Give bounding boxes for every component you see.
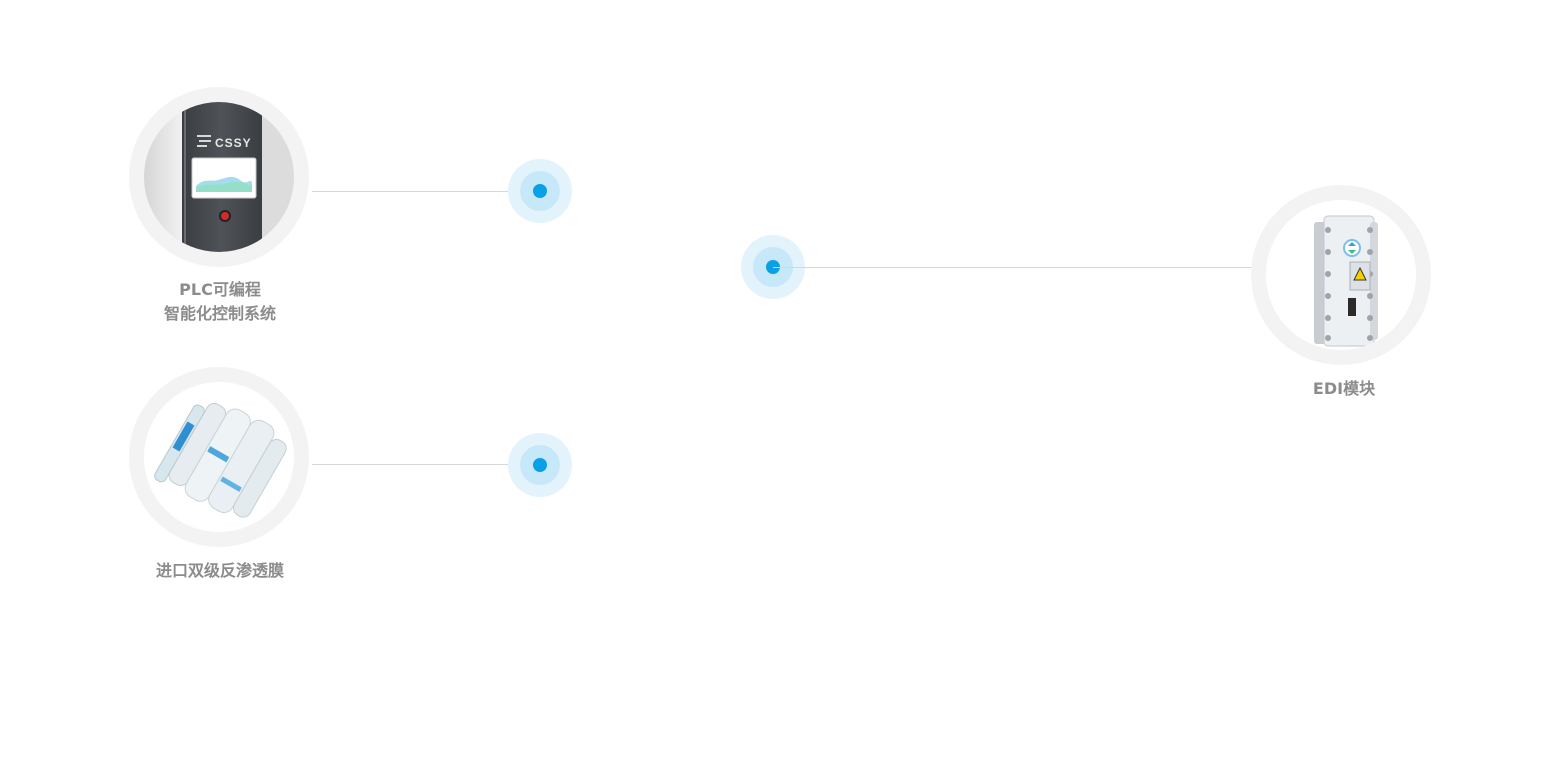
warning-icon — [1353, 266, 1367, 281]
plc-connector-line — [312, 191, 540, 192]
edi-module-image — [1266, 200, 1416, 350]
edi-label: EDI模块 — [1312, 379, 1376, 398]
plc-label: PLC可编程 智能化控制系统 — [100, 278, 340, 326]
edi-image-frame — [1266, 200, 1416, 350]
plc-label-line2: 智能化控制系统 — [163, 304, 276, 323]
membrane-hotspot[interactable] — [508, 433, 572, 497]
plc-image-frame: CSSY — [144, 102, 294, 252]
membrane-image-frame — [144, 382, 294, 532]
plc-hotspot[interactable] — [508, 159, 572, 223]
edi-image-ring — [1251, 185, 1431, 365]
membrane-label: 进口双级反渗透膜 — [155, 561, 284, 580]
membrane-connector-line — [312, 464, 540, 465]
cssy-logo-icon — [197, 135, 211, 147]
membrane-image-ring — [129, 367, 309, 547]
plc-image-ring: CSSY — [129, 87, 309, 267]
plc-label-line1: PLC可编程 — [179, 280, 261, 299]
plc-brand-text: CSSY — [215, 136, 252, 150]
edi-connector-line — [773, 267, 1265, 268]
ro-membrane-image — [144, 382, 294, 532]
plc-controller-image: CSSY — [144, 102, 294, 252]
